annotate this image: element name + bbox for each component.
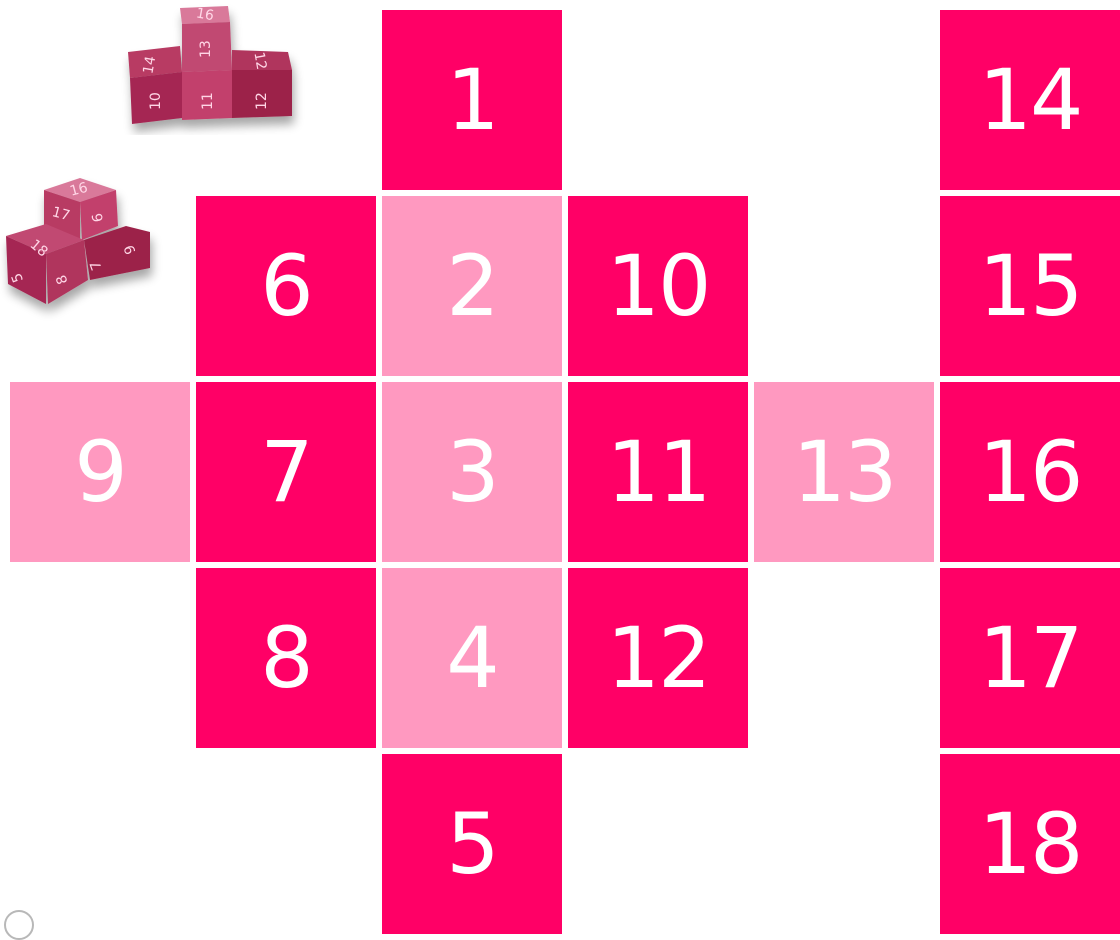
tile-18: 18	[940, 754, 1120, 934]
tile-14: 14	[940, 10, 1120, 190]
tile-9: 9	[10, 382, 190, 562]
tile-3: 3	[382, 382, 562, 562]
cube-label: 12	[250, 51, 269, 71]
cube-label: 12	[254, 92, 270, 110]
cube-label: 10	[148, 92, 164, 110]
tile-15: 15	[940, 196, 1120, 376]
cube-label: 16	[195, 5, 215, 24]
loading-circle-icon	[4, 910, 34, 940]
tile-1: 1	[382, 10, 562, 190]
tile-5: 5	[382, 754, 562, 934]
tile-10: 10	[568, 196, 748, 376]
tile-6: 6	[196, 196, 376, 376]
tile-12: 12	[568, 568, 748, 748]
assembled-cube-photo-bottom: 16 17 6 18 5 8 7 9	[0, 170, 170, 330]
assembled-cube-photo-top: 16 13 14 12 10 11 12	[110, 0, 310, 135]
tile-4: 4	[382, 568, 562, 748]
cube-label: 14	[140, 55, 159, 75]
tile-13: 13	[754, 382, 934, 562]
tile-2: 2	[382, 196, 562, 376]
tile-11: 11	[568, 382, 748, 562]
cube-label: 13	[198, 40, 214, 58]
tile-17: 17	[940, 568, 1120, 748]
tile-16: 16	[940, 382, 1120, 562]
cube-label: 11	[200, 92, 216, 110]
tile-8: 8	[196, 568, 376, 748]
tile-7: 7	[196, 382, 376, 562]
